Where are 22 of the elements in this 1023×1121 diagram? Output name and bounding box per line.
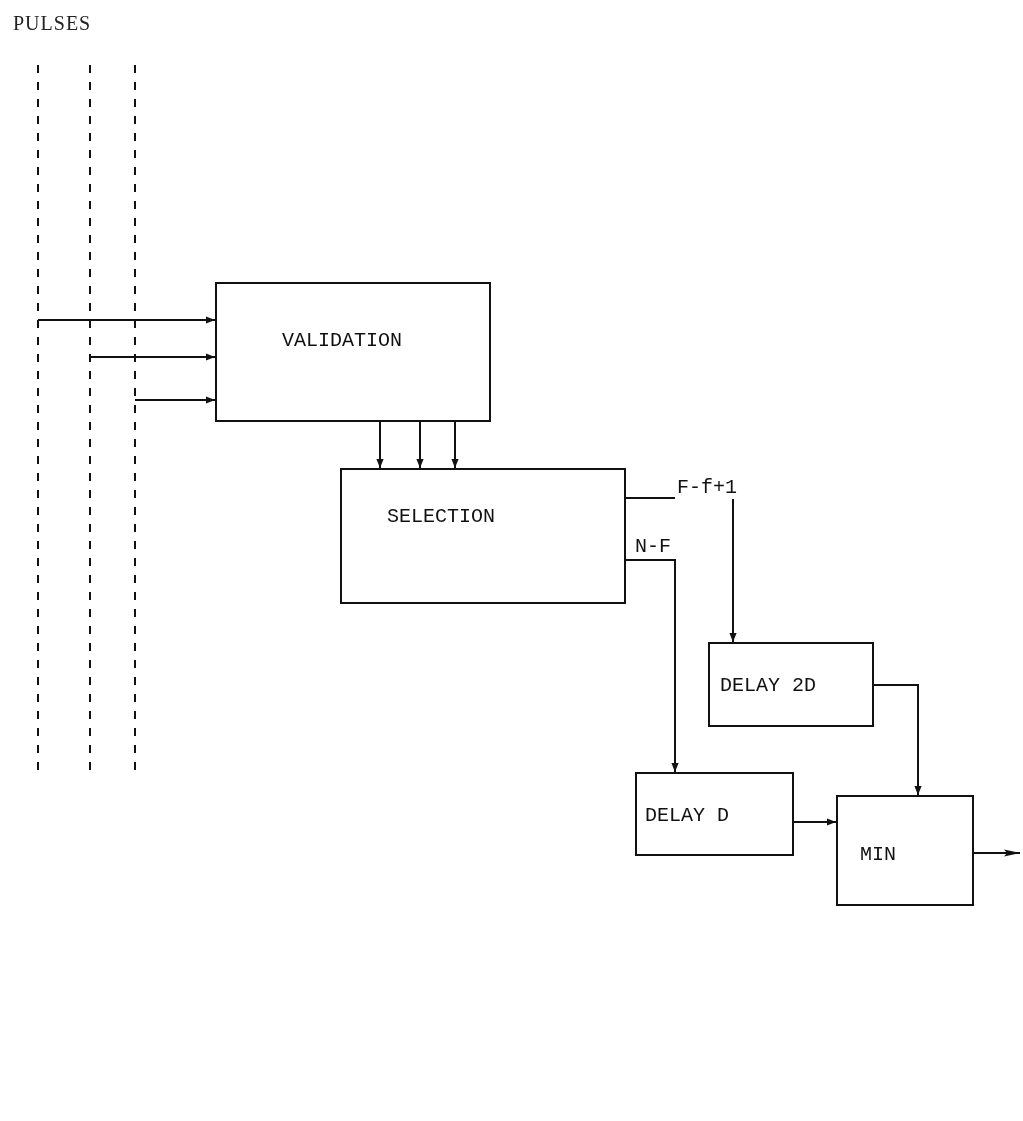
arrow xyxy=(873,684,922,796)
arrow xyxy=(416,421,424,469)
process-box xyxy=(708,642,874,727)
block-label: DELAY 2D xyxy=(720,674,816,697)
heading-label: PULSES xyxy=(13,12,92,35)
block-label: VALIDATION xyxy=(282,329,403,352)
process-box xyxy=(340,468,626,604)
arrow xyxy=(37,316,216,324)
process-box xyxy=(215,282,491,422)
edge-label: F-f+1 xyxy=(675,476,739,499)
arrow xyxy=(376,421,384,469)
arrow xyxy=(134,396,216,404)
block-label: DELAY D xyxy=(645,804,729,827)
arrow xyxy=(793,818,837,826)
block-label: SELECTION xyxy=(387,505,496,528)
arrow xyxy=(625,559,679,773)
block-label: MIN xyxy=(860,843,896,866)
arrow xyxy=(89,353,216,361)
process-box xyxy=(836,795,974,906)
process-box xyxy=(635,772,794,856)
arrow xyxy=(451,421,459,469)
arrow xyxy=(973,849,1021,857)
